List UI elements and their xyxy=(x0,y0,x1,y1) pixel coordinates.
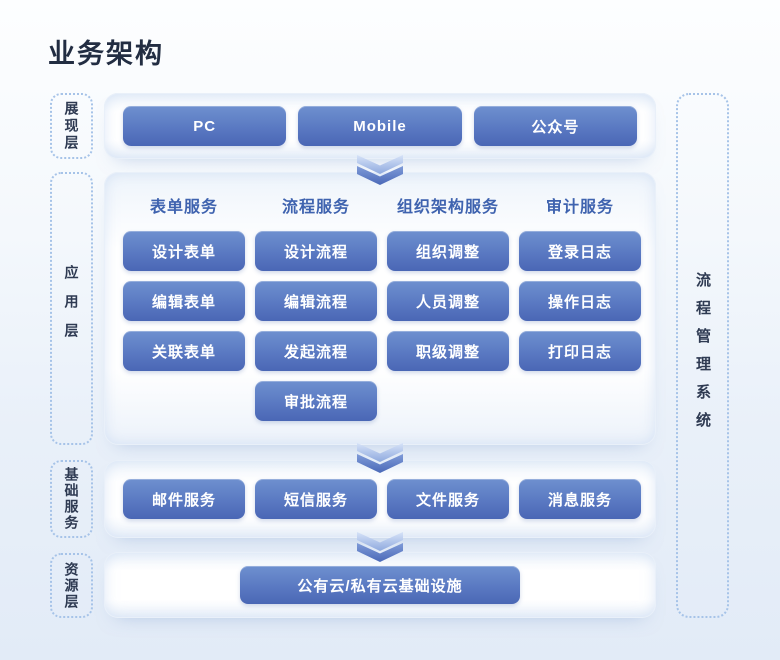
node-rank-adjustment: 职级调整 xyxy=(387,331,509,371)
node-pc: PC xyxy=(123,106,287,146)
column-audit-services: 审计服务 登录日志 操作日志 打印日志 xyxy=(519,198,641,431)
node-operation-log: 操作日志 xyxy=(519,281,641,321)
layer-tag-label: 应用层 xyxy=(63,265,80,352)
column-header-org-structure-services: 组织架构服务 xyxy=(396,199,499,216)
column-header-process-services: 流程服务 xyxy=(281,199,350,216)
panel-presentation-layer: PC Mobile 公众号 xyxy=(104,93,656,159)
double-chevron-down-icon xyxy=(357,443,403,473)
node-edit-form: 编辑表单 xyxy=(123,281,245,321)
column-header-form-services: 表单服务 xyxy=(149,199,218,216)
node-start-process: 发起流程 xyxy=(255,331,377,371)
node-login-log: 登录日志 xyxy=(519,231,641,271)
node-design-form: 设计表单 xyxy=(123,231,245,271)
panel-resource-layer: 公有云/私有云基础设施 xyxy=(104,552,656,618)
node-print-log: 打印日志 xyxy=(519,331,641,371)
layer-tag-presentation: 展现层 xyxy=(50,93,93,159)
node-staff-adjustment: 人员调整 xyxy=(387,281,509,321)
node-file-service: 文件服务 xyxy=(387,479,509,519)
node-cloud-infrastructure: 公有云/私有云基础设施 xyxy=(240,566,520,604)
layer-tag-resource: 资源层 xyxy=(50,553,93,618)
node-approve-process: 审批流程 xyxy=(255,381,377,421)
node-sms-service: 短信服务 xyxy=(255,479,377,519)
panel-application-layer: 表单服务 设计表单 编辑表单 关联表单 流程服务 设计流程 编辑流程 发起流程 … xyxy=(104,172,656,445)
node-org-adjustment: 组织调整 xyxy=(387,231,509,271)
layer-tag-label: 展现层 xyxy=(63,100,80,152)
panel-basic-services: 邮件服务 短信服务 文件服务 消息服务 xyxy=(104,460,656,538)
node-mobile: Mobile xyxy=(298,106,462,146)
column-form-services: 表单服务 设计表单 编辑表单 关联表单 xyxy=(123,198,245,431)
layer-tag-label: 资源层 xyxy=(63,561,80,610)
right-tag-label: 流程管理系统 xyxy=(694,271,711,440)
node-link-form: 关联表单 xyxy=(123,331,245,371)
page-title: 业务架构 xyxy=(48,39,164,69)
node-edit-process: 编辑流程 xyxy=(255,281,377,321)
column-header-audit-services: 审计服务 xyxy=(545,199,614,216)
process-management-system-tag: 流程管理系统 xyxy=(676,93,729,618)
double-chevron-down-icon xyxy=(357,532,403,562)
column-org-structure-services: 组织架构服务 组织调整 人员调整 职级调整 xyxy=(387,198,509,431)
application-grid: 表单服务 设计表单 编辑表单 关联表单 流程服务 设计流程 编辑流程 发起流程 … xyxy=(123,198,656,431)
layer-tag-label: 基础服务 xyxy=(63,467,80,531)
double-chevron-down-icon xyxy=(357,155,403,185)
node-message-service: 消息服务 xyxy=(519,479,641,519)
node-mail-service: 邮件服务 xyxy=(123,479,245,519)
node-official-account: 公众号 xyxy=(473,106,637,146)
layer-tag-application: 应用层 xyxy=(50,172,93,445)
column-process-services: 流程服务 设计流程 编辑流程 发起流程 审批流程 xyxy=(255,198,377,431)
layer-tag-basic-services: 基础服务 xyxy=(50,460,93,538)
node-design-process: 设计流程 xyxy=(255,231,377,271)
